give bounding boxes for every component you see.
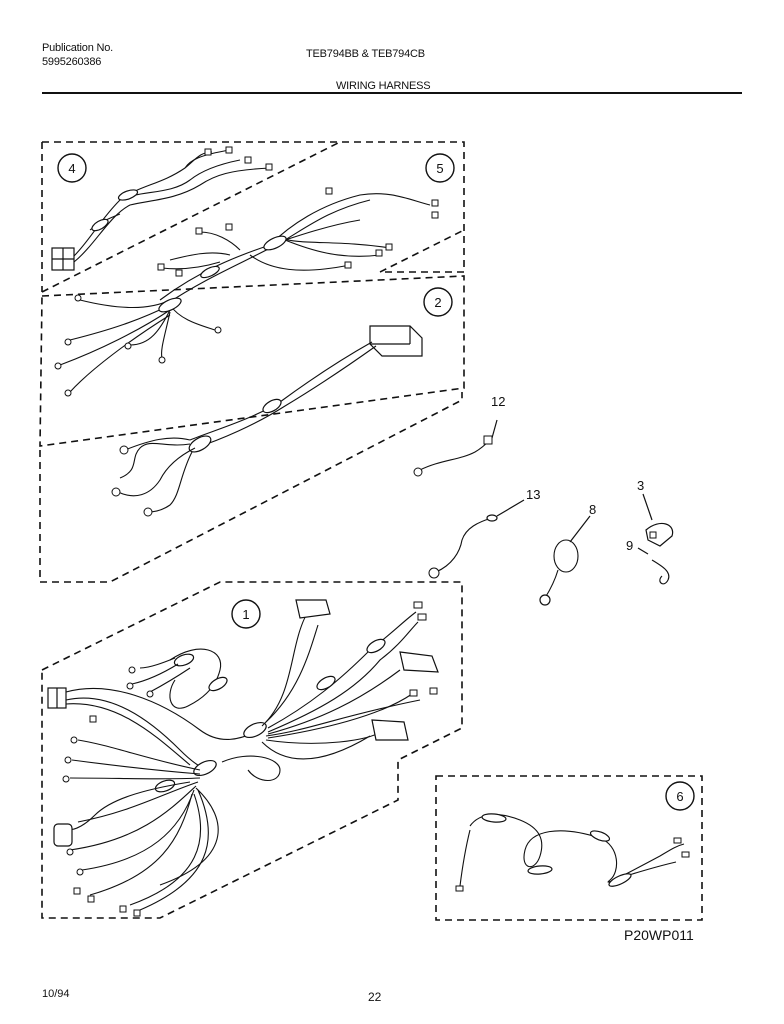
callout-2: 2 [423,287,453,317]
svg-text:4: 4 [68,161,75,176]
callout-5: 5 [425,153,455,183]
part-label-12: 12 [491,394,505,409]
multi-pin-connector [369,325,423,357]
callout-6: 6 [665,781,695,811]
svg-text:2: 2 [434,295,441,310]
section-title: WIRING HARNESS [336,80,431,92]
harness-group-1-outline [41,581,463,919]
publication-number: 5995260386 [42,56,102,68]
drawing-code: P20WP011 [624,927,694,943]
svg-text:6: 6 [676,789,683,804]
harness-group-4-5-outline [41,141,465,293]
part-8-ground-strap [539,515,591,606]
harness-group-6-outline [435,775,703,921]
part-label-9: 9 [626,538,633,553]
harness-group-2-wires [54,294,423,517]
page-number: 22 [368,990,382,1004]
switch-connector [53,823,73,847]
svg-text:5: 5 [436,161,443,176]
callout-1: 1 [231,599,261,629]
connector-mid [399,651,439,673]
model-numbers: TEB794BB & TEB794CB [306,48,425,60]
part-12-wire-lead [413,419,498,477]
part-label-8: 8 [589,502,596,517]
header-rule [42,92,742,94]
callout-4: 4 [57,153,87,183]
part-3-clamp [642,493,674,547]
footer-date: 10/94 [42,988,70,1000]
harness-group-6-wires [455,813,690,892]
part-label-3: 3 [637,478,644,493]
harness-group-1-wires [47,599,439,917]
part-label-13: 13 [526,487,540,502]
connector-low [371,719,409,741]
harness-group-4-5-wires [51,146,439,306]
harness-group-2-outline [39,275,465,447]
svg-text:1: 1 [242,607,249,622]
publication-label: Publication No. [42,42,113,54]
part-9-wire-tie [637,547,670,585]
part-13-wire-lead [428,499,525,579]
harness-group-2-lower-outline [39,392,463,583]
connector-top [295,599,331,619]
